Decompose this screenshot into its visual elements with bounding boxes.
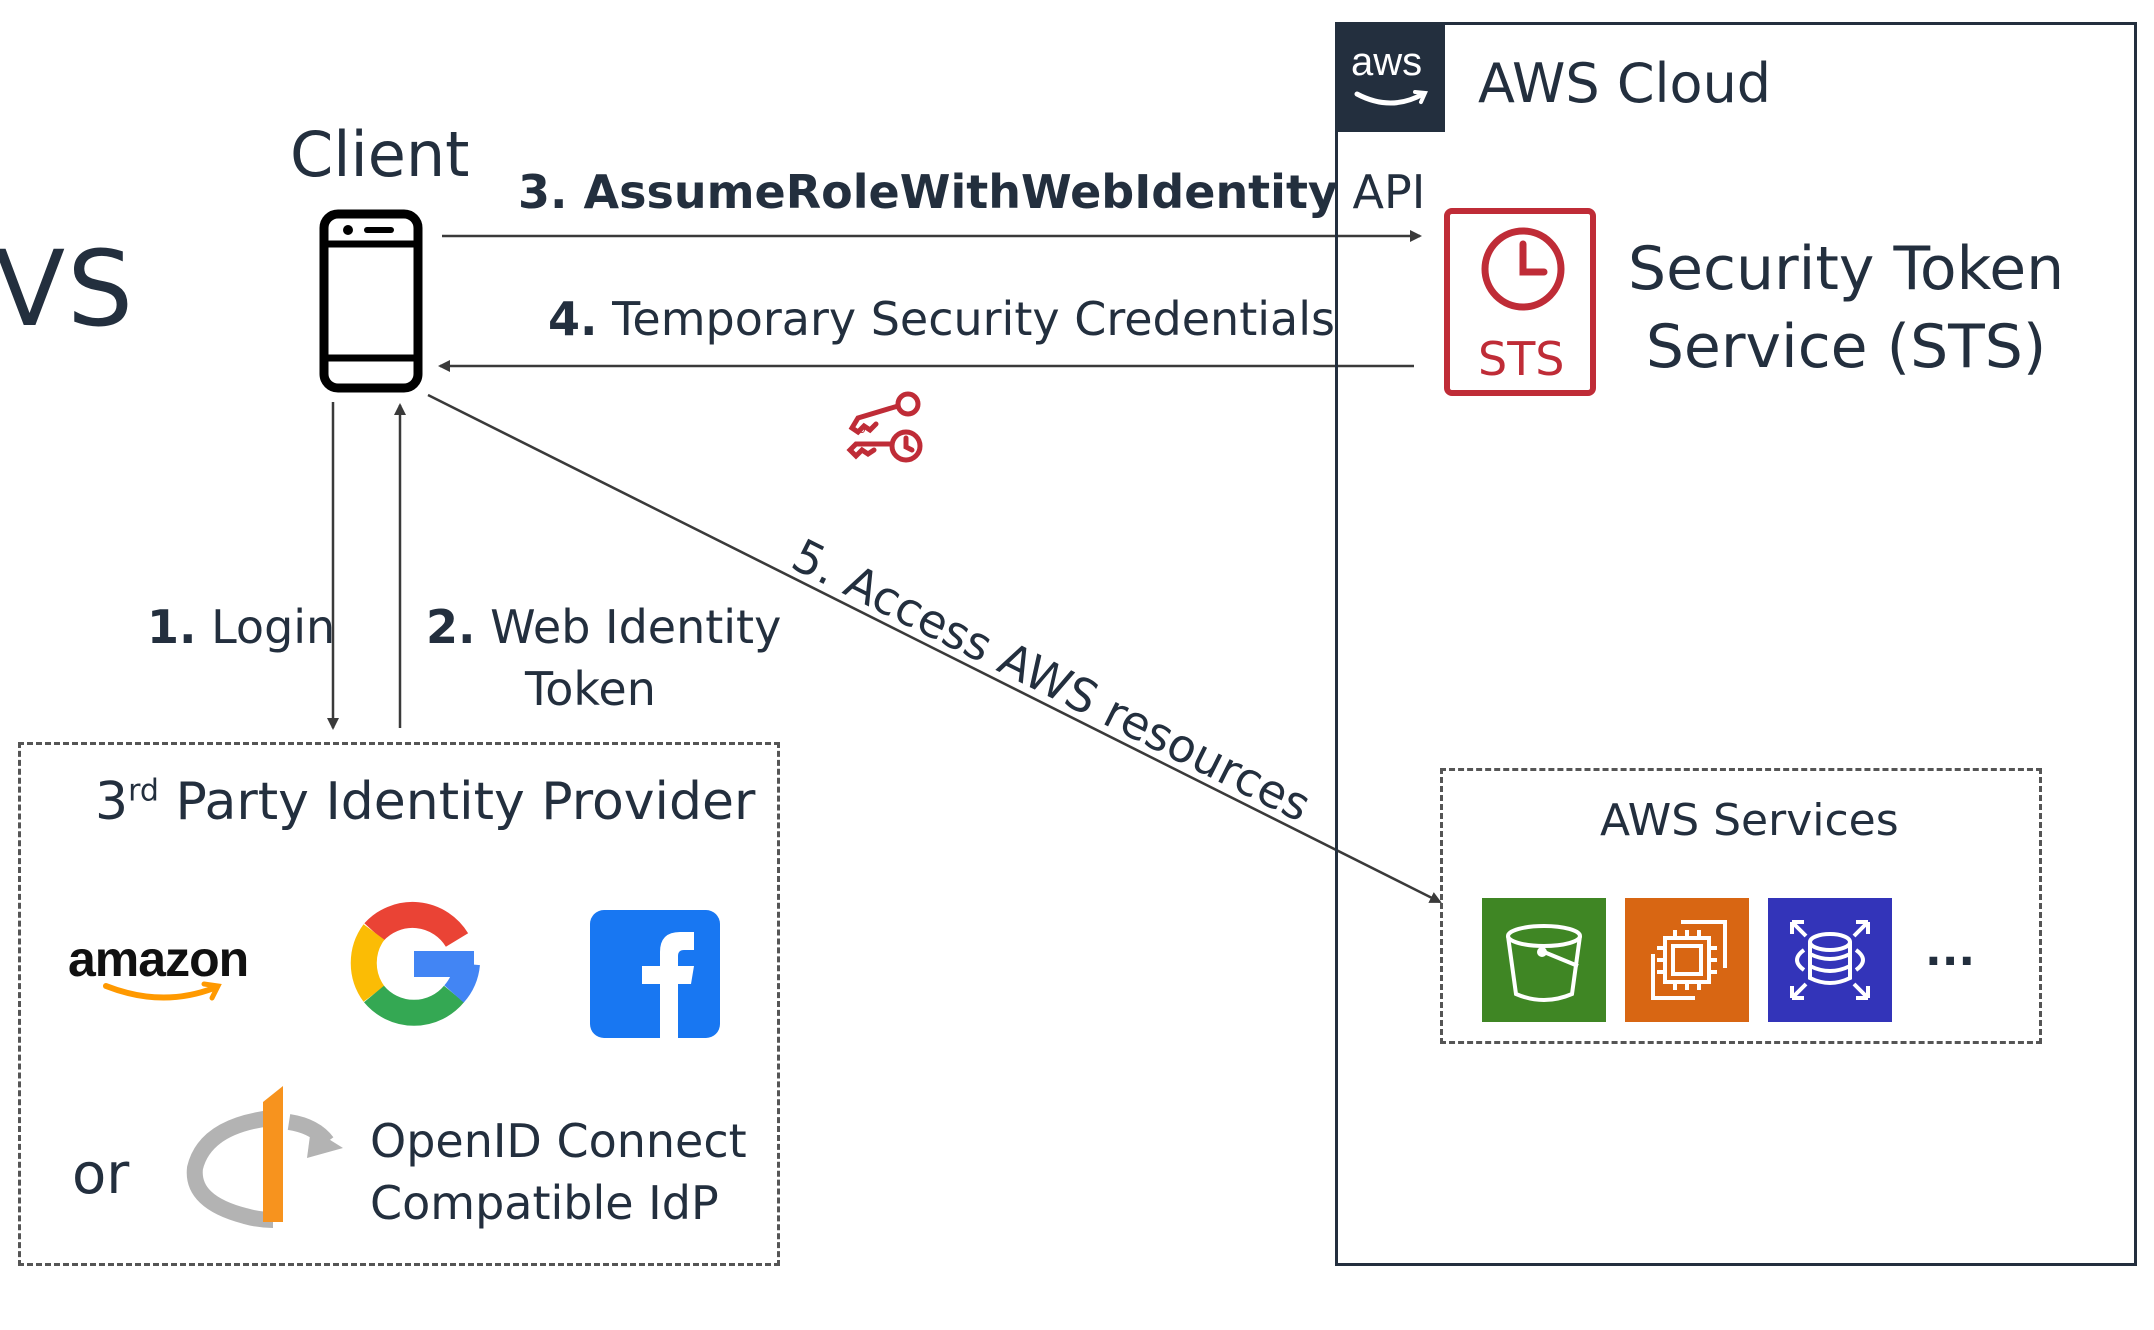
google-logo	[350, 901, 480, 1026]
keys-icon	[846, 391, 923, 463]
sts-badge-text: STS	[1478, 332, 1565, 386]
partial-title: VS	[0, 228, 136, 350]
client-label: Client	[290, 118, 470, 191]
or-label: or	[72, 1142, 130, 1207]
s3-bucket-icon	[1482, 898, 1606, 1022]
facebook-logo	[590, 910, 720, 1038]
openid-label: OpenID Connect Compatible IdP	[370, 1114, 747, 1230]
clock-icon	[1481, 227, 1565, 311]
identity-provider-group	[18, 742, 780, 1266]
amazon-logo: amazon	[68, 930, 268, 1010]
sts-icon: STS	[1444, 208, 1596, 396]
aws-logo: aws	[1335, 22, 1445, 132]
aws-cloud-boundary	[1335, 22, 2137, 1266]
aws-cloud-title: AWS Cloud	[1478, 52, 1772, 115]
aws-services-group	[1440, 768, 2042, 1044]
aws-services-title: AWS Services	[1600, 795, 1899, 846]
idp-title: 3rd Party Identity Provider	[95, 772, 756, 832]
arrow-access-resources	[427, 393, 1442, 904]
rds-database-icon	[1768, 898, 1892, 1022]
amazon-smile-icon	[1354, 90, 1428, 106]
step-4-label: 4. Temporary Security Credentials	[548, 292, 1335, 346]
more-services-ellipsis: ...	[1925, 925, 1976, 976]
sts-service-name: Security Token Service (STS)	[1628, 234, 2065, 382]
mobile-phone-icon	[319, 209, 423, 393]
openid-logo	[186, 1086, 343, 1228]
step-2-label-line2: Token	[525, 662, 656, 716]
step-3-label: 3. AssumeRoleWithWebIdentity API	[518, 165, 1426, 219]
step-1-label: 1. Login	[147, 600, 336, 654]
step-2-label: 2. Web Identity	[426, 600, 782, 654]
ec2-compute-icon	[1625, 898, 1749, 1022]
